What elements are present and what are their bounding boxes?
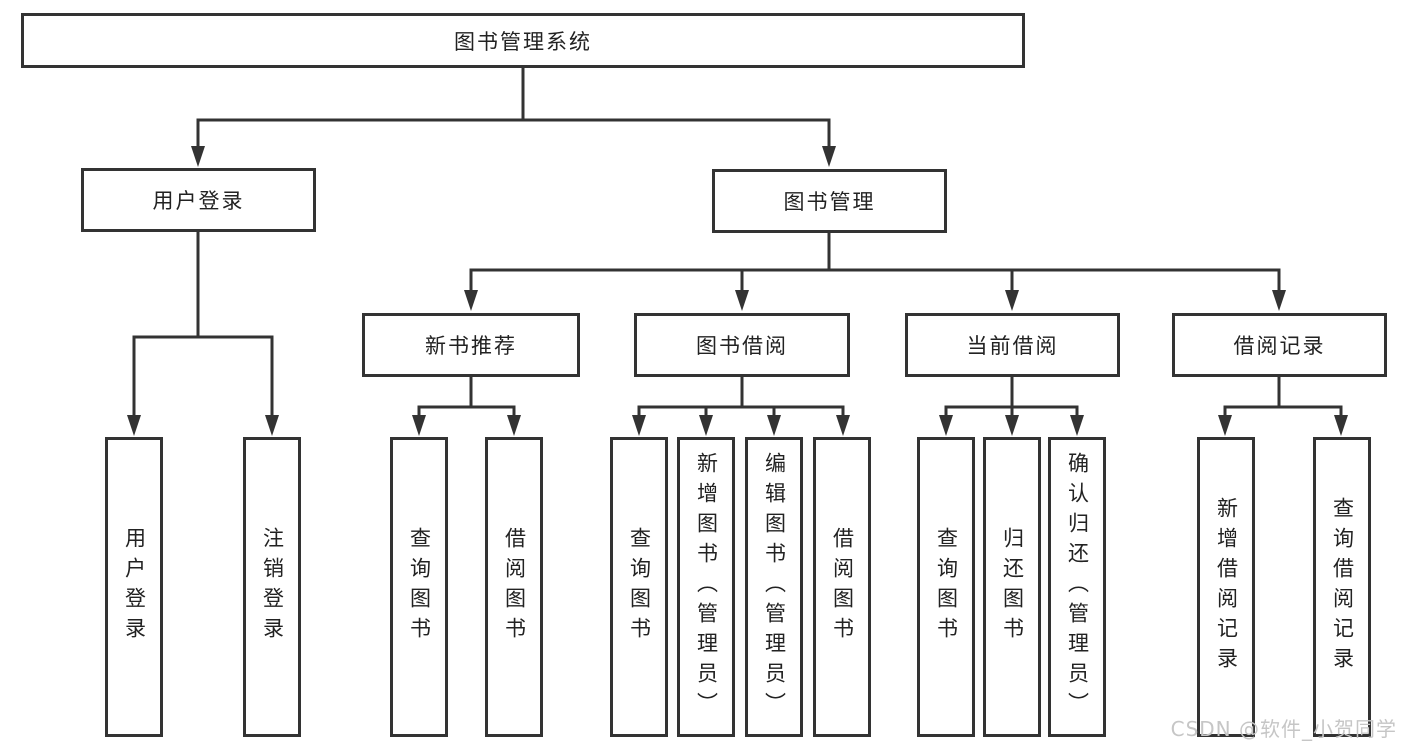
leaf-borrow-books-2: 借阅图书 [813, 437, 871, 737]
node-new-book-recommend-label: 新书推荐 [425, 334, 517, 358]
leaf-query-books-1: 查询图书 [390, 437, 448, 737]
leaf-borrow-books-1-label: 借阅图书 [502, 527, 527, 647]
leaf-borrow-books-2-label: 借阅图书 [830, 527, 855, 647]
node-book-borrow-label: 图书借阅 [696, 334, 788, 358]
node-user-login: 用户登录 [81, 168, 316, 232]
leaf-query-borrow-record: 查询借阅记录 [1313, 437, 1371, 737]
leaf-edit-books-admin-label: 编辑图书（管理员） [762, 452, 787, 722]
leaf-query-books-3-label: 查询图书 [934, 527, 959, 647]
leaf-edit-books-admin: 编辑图书（管理员） [745, 437, 803, 737]
leaf-user-login-label: 用户登录 [122, 527, 147, 647]
leaf-add-books-admin: 新增图书（管理员） [677, 437, 735, 737]
leaf-borrow-books-1: 借阅图书 [485, 437, 543, 737]
node-borrow-records-label: 借阅记录 [1233, 334, 1326, 358]
node-book-management: 图书管理 [712, 169, 947, 233]
node-user-login-label: 用户登录 [152, 189, 245, 213]
leaf-return-books-label: 归还图书 [1000, 527, 1025, 647]
node-new-book-recommend: 新书推荐 [362, 313, 580, 377]
leaf-return-books: 归还图书 [983, 437, 1041, 737]
leaf-add-borrow-record-label: 新增借阅记录 [1214, 497, 1239, 677]
node-book-management-label: 图书管理 [783, 190, 876, 214]
leaf-confirm-return-admin: 确认归还（管理员） [1048, 437, 1106, 737]
leaf-logout-label: 注销登录 [260, 527, 285, 647]
leaf-query-books-2: 查询图书 [610, 437, 668, 737]
leaf-add-borrow-record: 新增借阅记录 [1197, 437, 1255, 737]
node-book-borrow: 图书借阅 [634, 313, 850, 377]
node-root: 图书管理系统 [21, 13, 1025, 68]
leaf-add-books-admin-label: 新增图书（管理员） [694, 452, 719, 722]
leaf-logout: 注销登录 [243, 437, 301, 737]
csdn-watermark: CSDN @软件_小贺同学 [1170, 717, 1397, 741]
leaf-user-login: 用户登录 [105, 437, 163, 737]
leaf-query-books-2-label: 查询图书 [627, 527, 652, 647]
leaf-query-books-3: 查询图书 [917, 437, 975, 737]
node-current-borrow-label: 当前借阅 [966, 334, 1059, 358]
node-root-label: 图书管理系统 [454, 29, 592, 54]
node-current-borrow: 当前借阅 [905, 313, 1120, 377]
leaf-confirm-return-admin-label: 确认归还（管理员） [1065, 452, 1090, 722]
leaf-query-borrow-record-label: 查询借阅记录 [1330, 497, 1355, 677]
node-borrow-records: 借阅记录 [1172, 313, 1387, 377]
leaf-query-books-1-label: 查询图书 [407, 527, 432, 647]
